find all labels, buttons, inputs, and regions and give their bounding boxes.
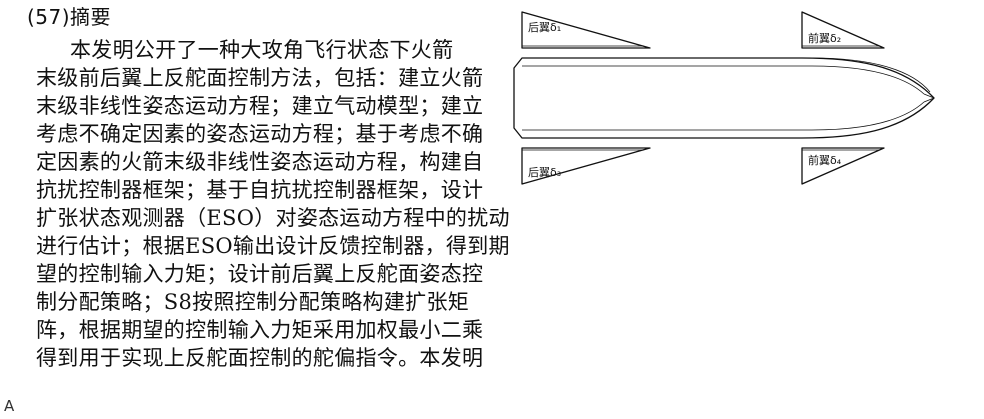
label-rear-top: 后翼δ₁ [528,21,561,34]
label-front-top: 前翼δ₂ [808,31,841,45]
front-bottom-wing [801,147,885,185]
abstract-section: (57)摘要 本发明公开了一种大攻角飞行状态下火箭 末级前后翼上反舵面控制方法，… [4,5,510,415]
abstract-heading: (57)摘要 [27,5,112,29]
abstract-line: 望的控制输入力矩；设计前后翼上反舵面姿态控 [36,262,484,286]
abstract-line: 制分配策略；S8按照控制分配策略构建扩张矩 [36,290,470,314]
abstract-line: 进行估计；根据ESO输出设计反馈控制器，得到期 [36,234,510,258]
abstract-line: 抗扰控制器框架；基于自抗扰控制器框架，设计 [36,178,484,202]
front-top-wing [801,11,885,49]
label-front-bottom: 前翼δ₄ [808,153,842,167]
abstract-line: 本发明公开了一种大攻角飞行状态下火箭 [70,38,454,62]
label-rear-bottom: 后翼δ₃ [528,166,561,179]
rear-bottom-wing [521,147,651,185]
abstract-line: 扩张状态观测器（ESO）对姿态运动方程中的扰动 [36,206,510,230]
abstract-line: 阵，根据期望的控制输入力矩采用加权最小二乘 [36,318,484,342]
rocket-body [513,57,935,139]
abstract-line: 考虑不确定因素的姿态运动方程；基于考虑不确 [36,122,484,146]
rear-top-wing [521,11,651,49]
abstract-line: 得到用于实现上反舵面控制的舵偏指令。本发明 [36,346,484,370]
rocket-diagram: 后翼δ₁ 前翼δ₂ 后翼δ₃ 前翼δ₄ [512,8,940,188]
margin-mark: A [4,397,15,415]
abstract-line: 末级前后翼上反舵面控制方法，包括：建立火箭 [36,66,484,90]
abstract-line: 末级非线性姿态运动方程；建立气动模型；建立 [36,94,484,118]
abstract-line: 定因素的火箭末级非线性姿态运动方程，构建自 [36,150,484,174]
